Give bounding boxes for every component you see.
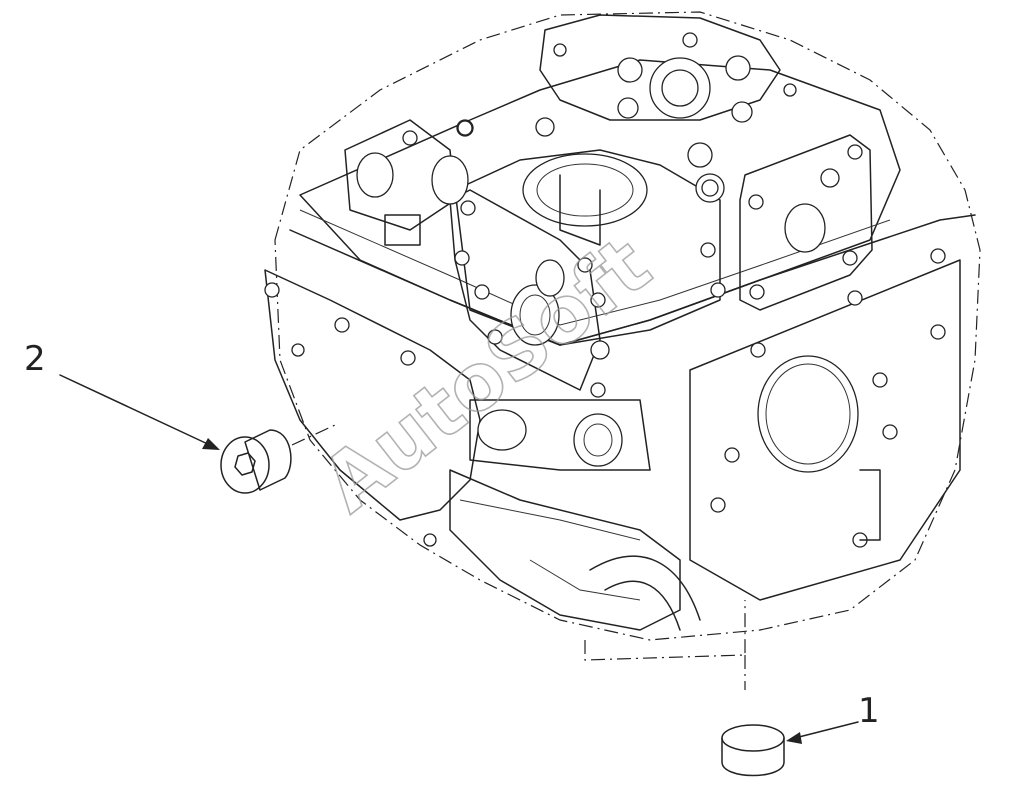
part-2-hex-plug bbox=[220, 429, 292, 494]
engine-block-drawing bbox=[264, 11, 981, 690]
callout-1-leader-line bbox=[794, 721, 859, 739]
callout-1-group: 1 bbox=[721, 691, 880, 777]
hex-socket-icon bbox=[234, 452, 256, 476]
callout-2-arrowhead bbox=[202, 438, 220, 450]
callout-1-number: 1 bbox=[858, 691, 880, 731]
callout-2-number: 2 bbox=[24, 339, 46, 379]
callout-2-leader-line bbox=[59, 374, 213, 447]
autosoft-watermark: AutoSoft bbox=[306, 220, 667, 530]
part-1-plug bbox=[721, 724, 785, 777]
callout-1-arrowhead bbox=[786, 732, 802, 744]
callout-2-group: 2 bbox=[24, 339, 336, 494]
